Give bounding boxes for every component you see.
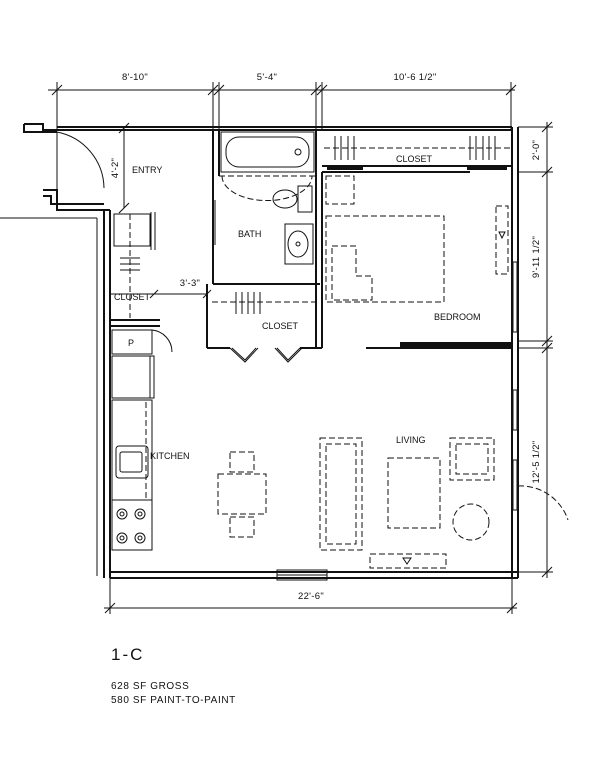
room-labels: ENTRY BATH CLOSET CLOSET CLOSET BEDROOM … [114,154,481,461]
dim-top-1: 8'-10" [122,72,148,83]
toilet [272,185,313,213]
mid-closet-rod [212,292,316,314]
dim-closet-width: 3'-3" [180,278,200,289]
top-closet-rod [324,136,510,160]
label-living: LIVING [396,435,426,445]
label-closet-left: CLOSET [114,292,151,302]
dining-set [217,451,267,538]
left-closet [113,213,151,318]
kitchen-cabinets [111,329,173,551]
bottom-dimension: 22'-6" [104,578,518,614]
label-closet-mid: CLOSET [262,321,299,331]
dim-right-2: 9'-11 1/2" [531,236,542,278]
unit-title: 1-C [111,645,145,664]
bathtub [219,131,316,202]
dim-right-1: 2'-0" [531,140,542,160]
closet-width-dimension: 3'-3" [110,278,212,299]
entry-depth-dimension: 4'-2" [110,122,130,214]
bedroom-furniture [325,175,509,303]
dim-top-3: 10'-6 1/2" [393,72,436,83]
bath-sink [284,223,314,265]
dim-entry-depth: 4'-2" [110,158,121,178]
dim-bottom: 22'-6" [298,591,324,602]
label-entry: ENTRY [132,165,162,175]
interior-walls [110,130,512,349]
dim-right-3: 12'-5 1/2" [531,440,542,483]
right-dimension: 2'-0" 9'-11 1/2" 12'-5 1/2" [518,121,553,578]
paint-area: 580 SF PAINT-TO-PAINT [111,695,236,706]
dim-top-2: 5'-4" [257,72,277,83]
label-pantry: P [128,338,134,348]
living-furniture [319,261,569,569]
exterior-walls [0,123,519,581]
top-dimension: 8'-10" 5'-4" 10'-6 1/2" [48,72,517,130]
label-kitchen: KITCHEN [150,451,190,461]
entry-door [56,131,105,190]
label-bedroom: BEDROOM [434,312,481,322]
label-bath: BATH [238,229,261,239]
closet-mid-doors [229,347,303,363]
label-closet-top: CLOSET [396,154,433,164]
gross-area: 628 SF GROSS [111,681,190,692]
